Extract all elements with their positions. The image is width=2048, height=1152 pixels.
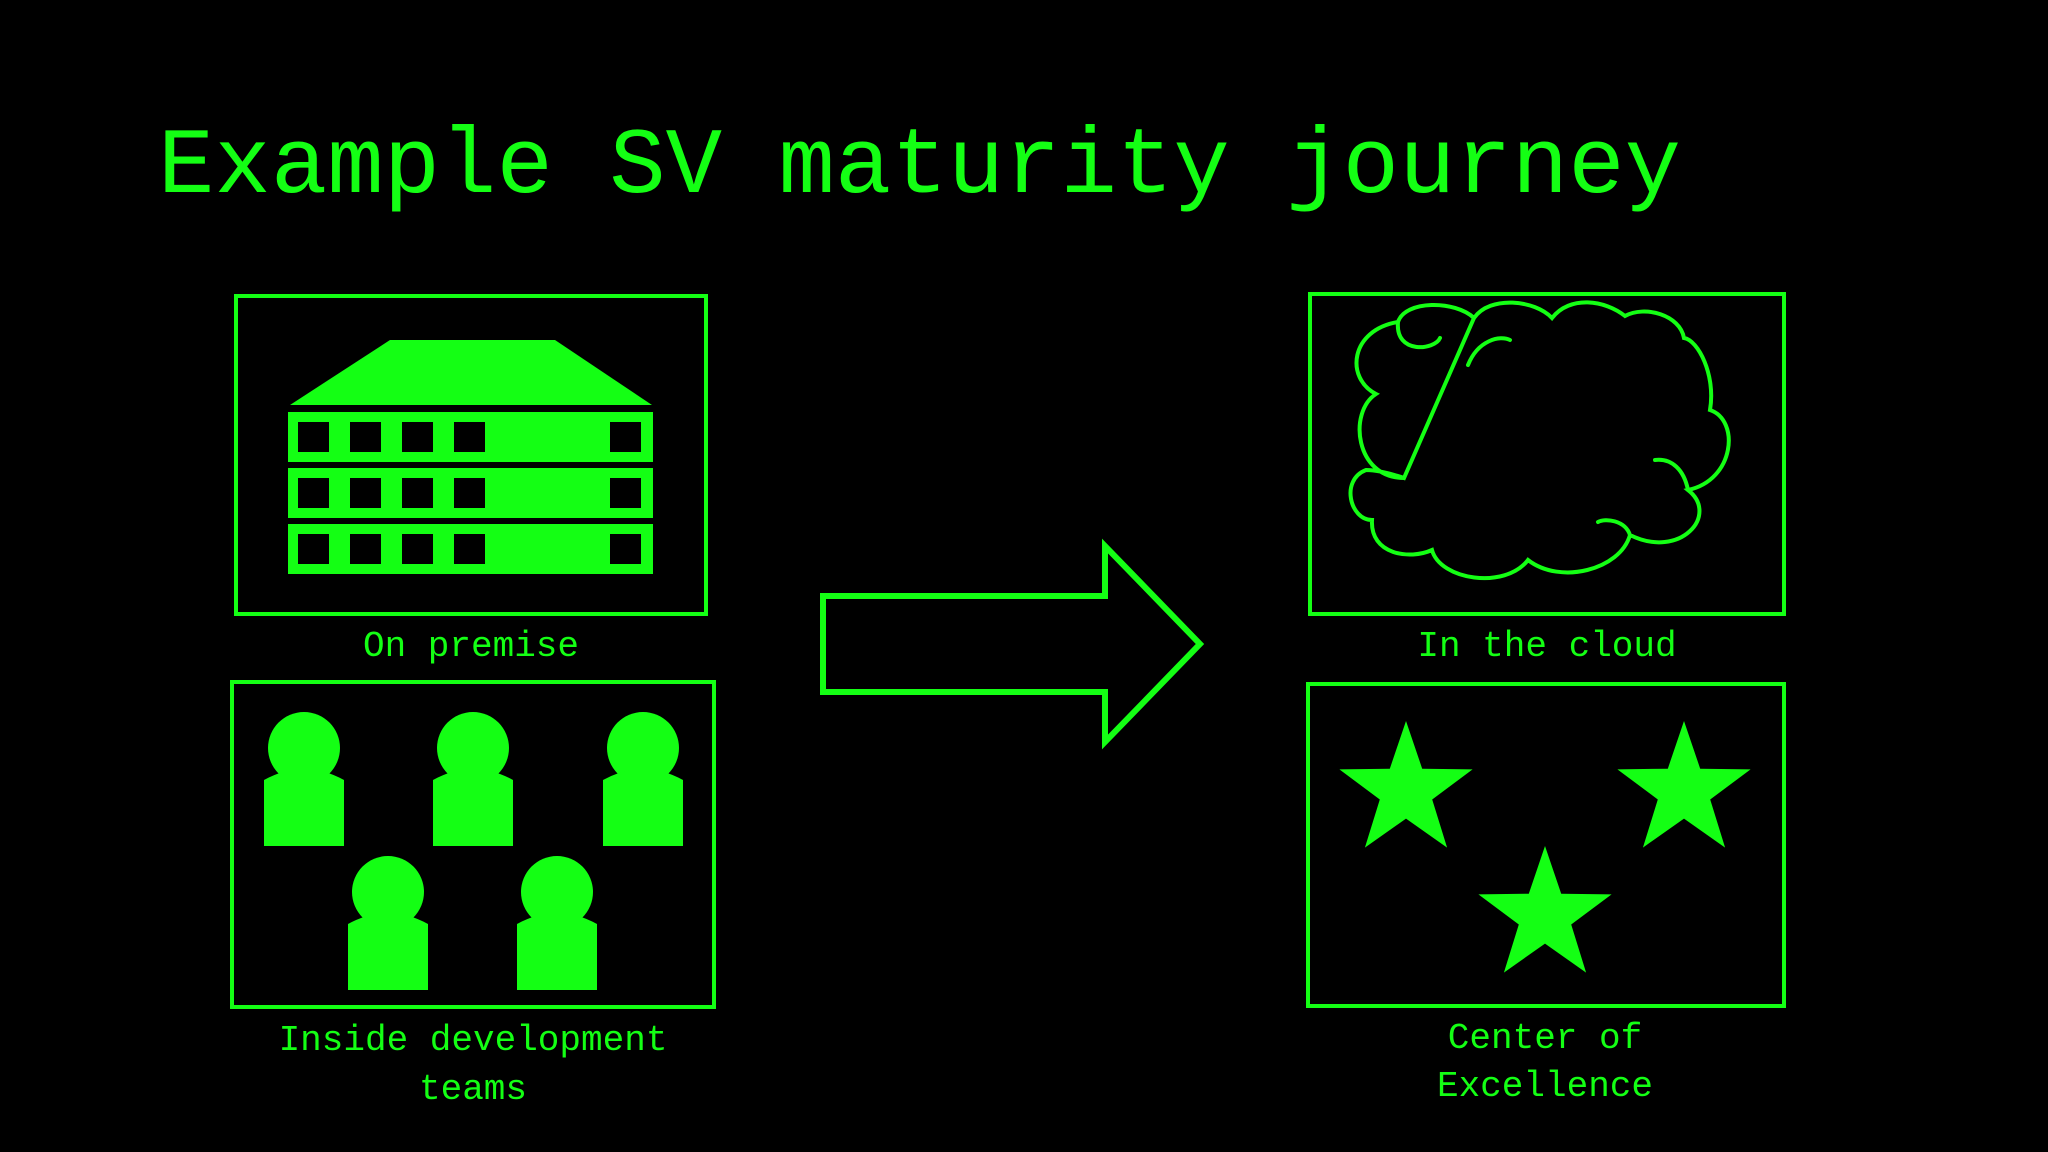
server-unit: [288, 524, 653, 574]
cloud-frame: [1308, 292, 1786, 616]
star-icon: [1339, 721, 1473, 848]
on-premise-panel: On premise: [234, 294, 708, 667]
star-icons: [1339, 721, 1751, 973]
on-premise-caption: On premise: [363, 626, 579, 667]
star-icon: [1617, 721, 1751, 848]
on-premise-frame: [234, 294, 708, 616]
page-title: Example SV maturity journey: [158, 115, 1682, 221]
development-teams-caption-line2: teams: [419, 1069, 527, 1110]
center-of-excellence-frame: [1306, 682, 1786, 1008]
center-of-excellence-caption-line1: Center of: [1448, 1018, 1642, 1059]
star-icon: [1478, 846, 1612, 973]
development-teams-frame: [230, 680, 716, 1009]
server-rack-icon: [288, 340, 653, 574]
people-icon: [264, 712, 683, 990]
cloud-panel: In the cloud: [1308, 292, 1786, 667]
cloud-icon: [1348, 300, 1731, 581]
center-of-excellence-panel: Center of Excellence: [1306, 682, 1786, 1107]
server-unit: [288, 412, 653, 462]
center-of-excellence-caption-line2: Excellence: [1437, 1066, 1653, 1107]
right-arrow-icon: [820, 538, 1205, 750]
server-unit: [288, 468, 653, 518]
development-teams-caption-line1: Inside development: [279, 1020, 668, 1061]
development-teams-panel: Inside development teams: [230, 680, 716, 1110]
cloud-caption: In the cloud: [1417, 626, 1676, 667]
